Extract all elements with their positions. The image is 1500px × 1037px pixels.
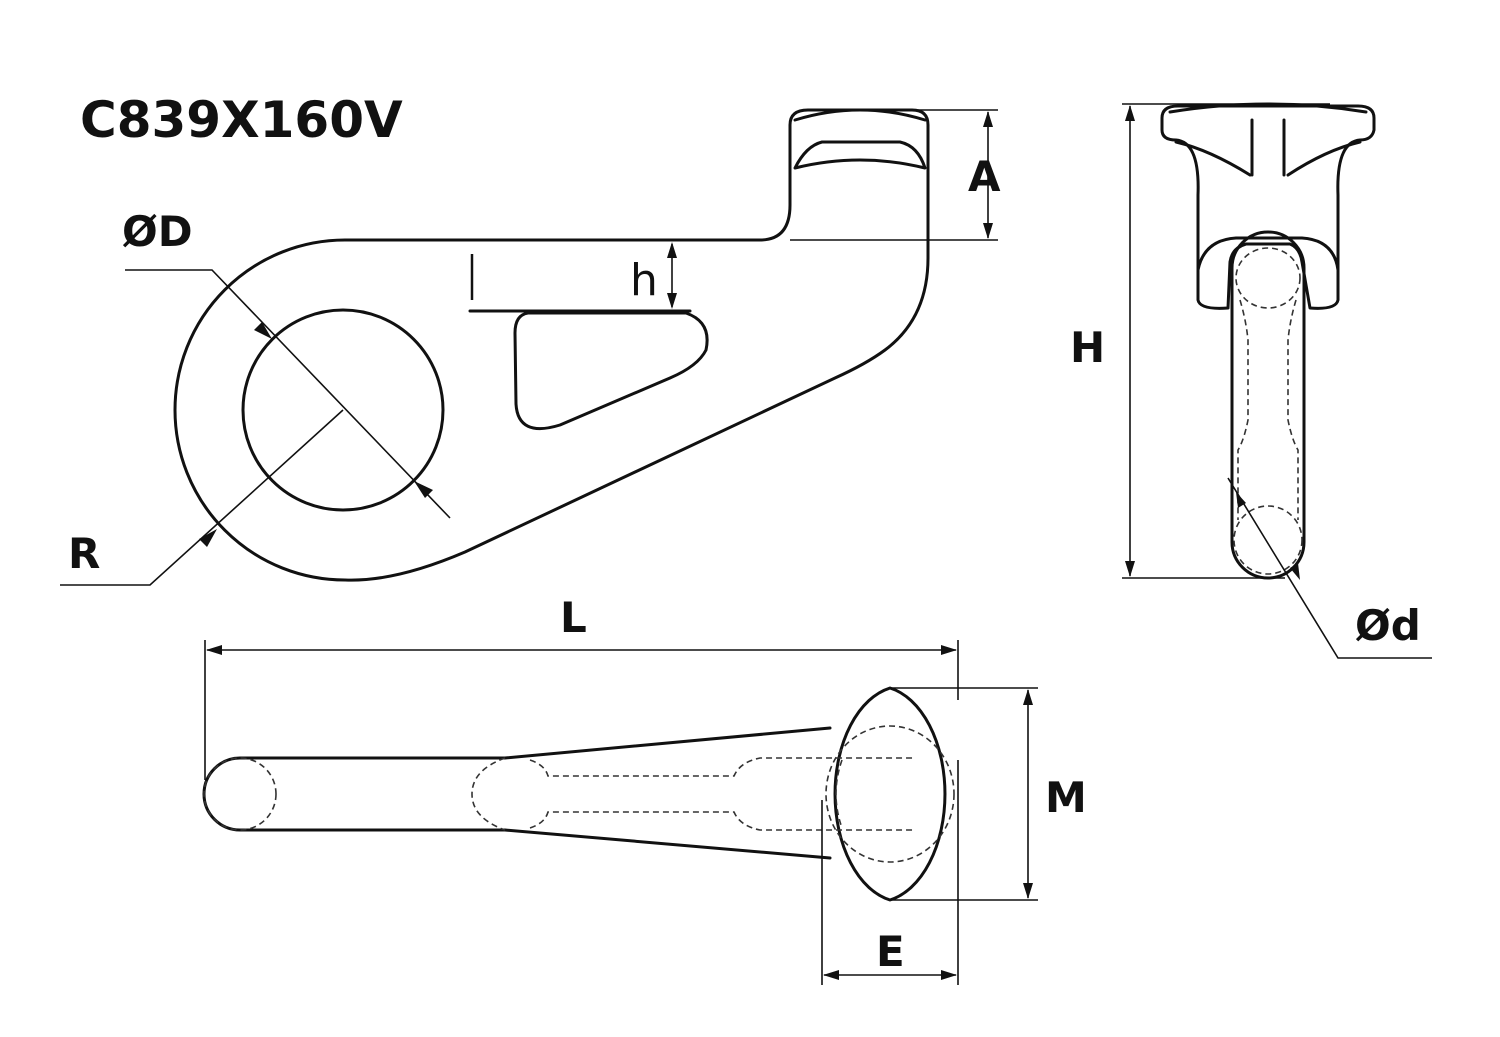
label-d: Ød [1355,601,1421,650]
dim-H-arrow-top [1125,105,1135,121]
front-view-neck-right [1286,140,1362,177]
dim-A-arrow-top [983,111,993,127]
label-E: E [876,927,905,976]
label-D: ØD [122,207,193,256]
dim-D-arrow-top [254,322,272,339]
triangular-cutout [513,311,709,430]
front-view-shank-hidden [1237,299,1299,520]
top-view-inner-hidden [471,757,915,831]
dim-L-arrow-right [941,645,957,655]
boss-chamfer [793,140,927,170]
front-view-collar [1196,236,1340,272]
dim-E-arrow-left [823,970,839,980]
dim-h-arrow-bottom [667,293,677,309]
label-M: M [1045,773,1087,822]
side-view: ØD R h A [60,108,1001,586]
dim-D-leader [125,269,451,519]
top-view-shank-end-hidden [203,757,277,831]
top-view-head-hidden-arc [835,759,843,829]
dim-H-arrow-bottom [1125,561,1135,577]
dim-R-arrow [199,529,217,547]
drawing-title: C839X160V [80,91,403,149]
top-view-head-hidden [825,725,955,863]
side-view-outline [173,108,930,582]
top-view-shank [202,726,832,860]
dim-M-arrow-top [1023,689,1033,705]
label-A: A [968,152,1001,201]
front-view-neck-left [1174,140,1252,177]
top-view-head [833,686,947,902]
label-H: H [1070,323,1105,372]
boss-top-ellipse [793,108,927,122]
front-view-shank-end-hidden [1233,505,1303,575]
dim-L-arrow-left [206,645,222,655]
front-view-head [1160,104,1376,310]
dim-d-leader [1227,477,1432,659]
dim-D-arrow-bottom [414,481,433,498]
eye-hole [241,308,445,512]
front-view: H Ød [1070,102,1432,659]
dim-E-arrow-right [941,970,957,980]
label-h: h [630,255,658,306]
label-R: R [68,529,100,578]
dim-R-leader [60,409,344,586]
dim-h-arrow-top [667,242,677,258]
label-L: L [560,593,587,642]
top-view: L M E [202,593,1087,985]
dim-A-arrow-bottom [983,223,993,239]
dim-d-arrow-top [1236,492,1246,508]
dim-d-arrow-bottom [1290,563,1300,580]
dim-M-arrow-bottom [1023,883,1033,899]
front-view-shank-top-hidden [1235,247,1301,309]
front-view-shank [1230,230,1306,580]
